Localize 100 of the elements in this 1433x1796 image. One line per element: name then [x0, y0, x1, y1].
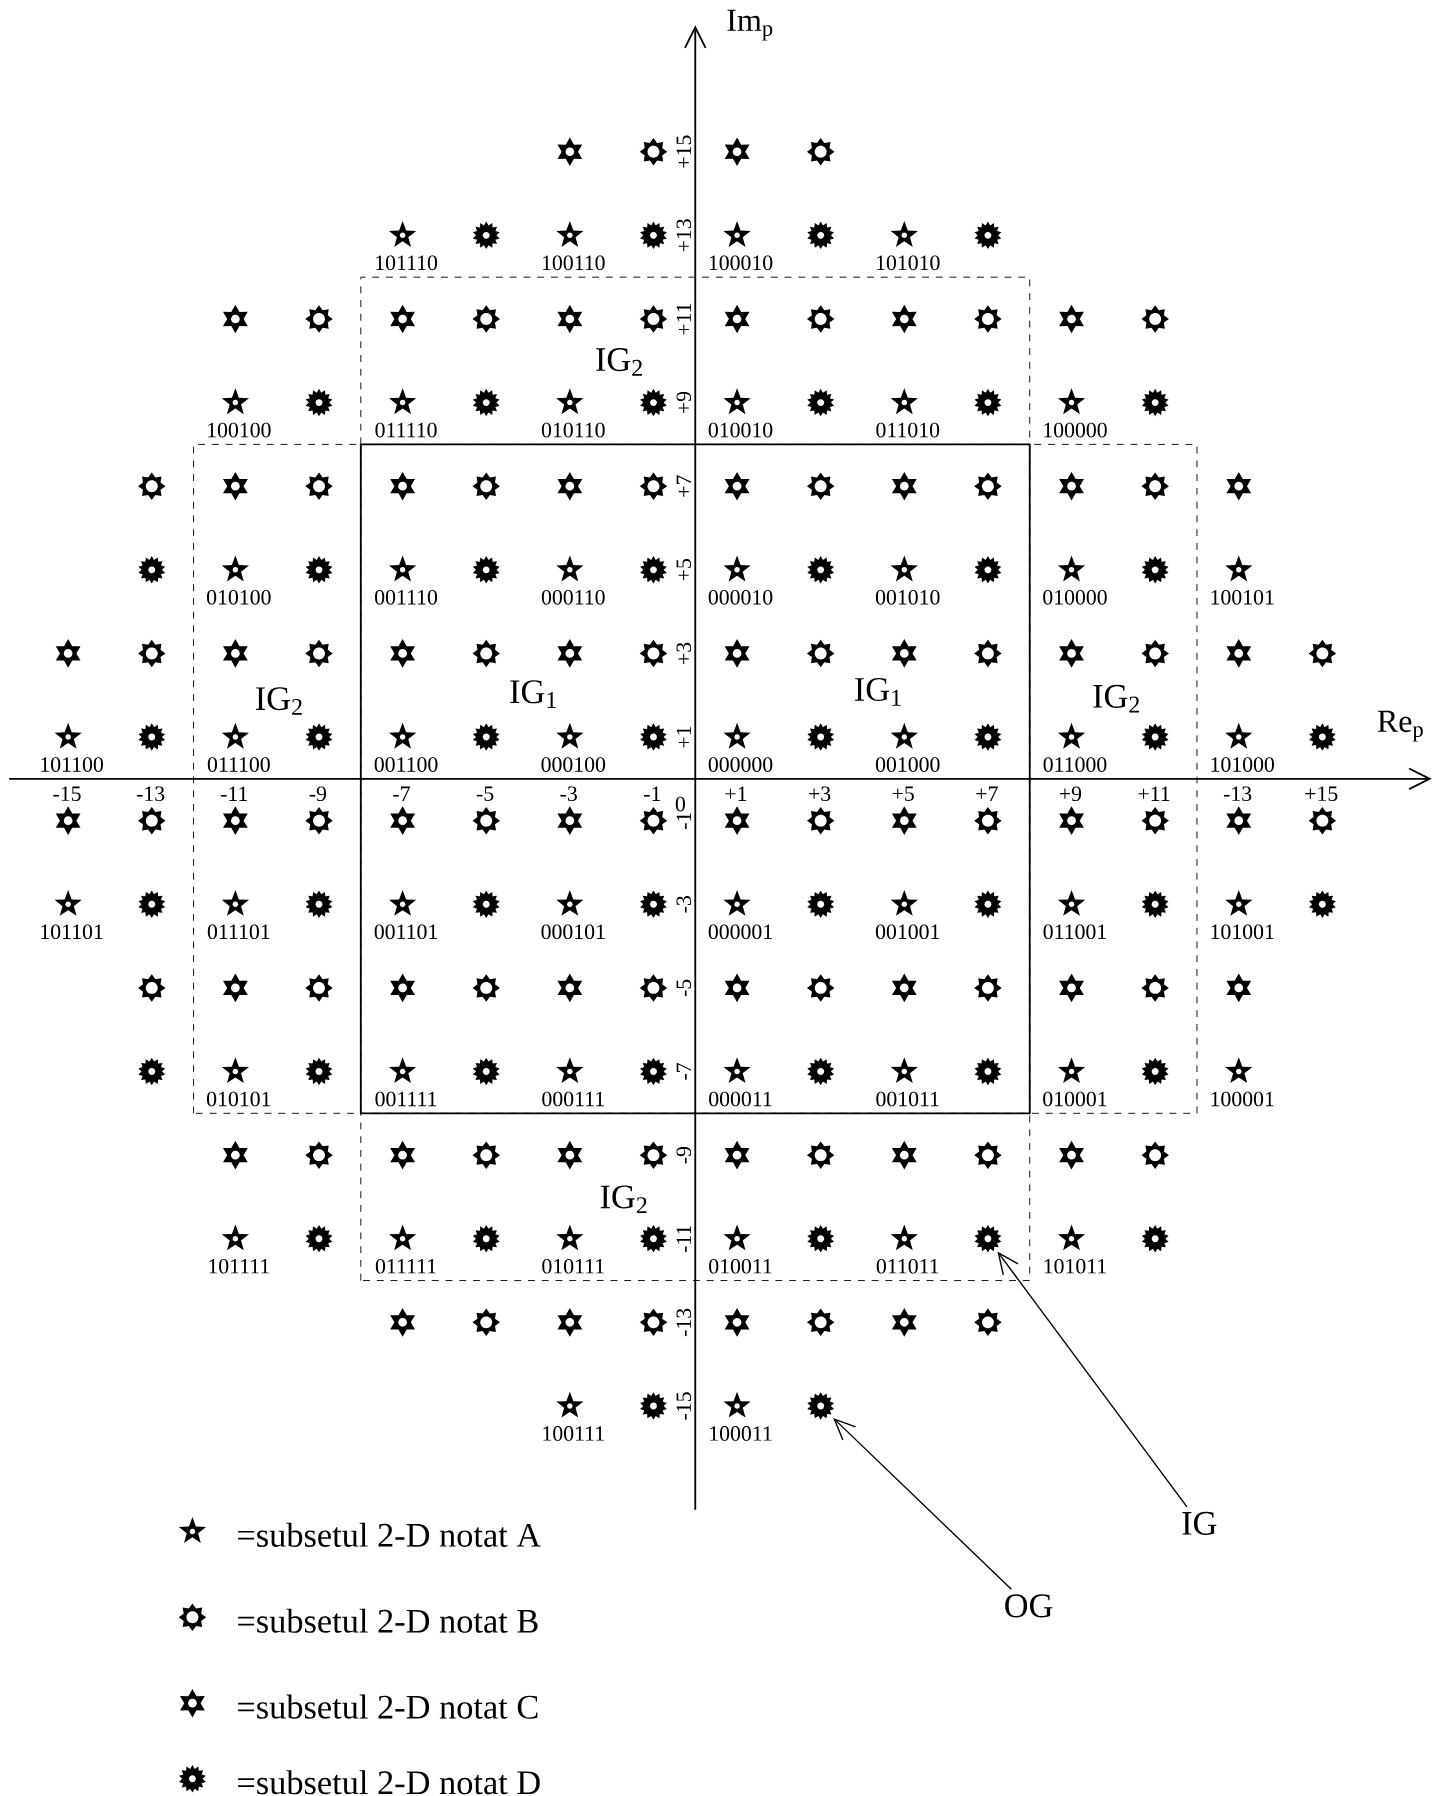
six-point-star — [724, 137, 750, 167]
eight-point-star — [305, 639, 333, 668]
six-point-star — [891, 1140, 917, 1170]
tick-label: +11 — [1138, 786, 1170, 801]
eight-point-star — [472, 806, 500, 835]
tick-label: +5 — [892, 786, 914, 801]
six-point-star — [390, 1140, 416, 1170]
eight-point-star — [305, 806, 333, 835]
sunburst-symbol — [305, 1225, 333, 1253]
six-point-star — [891, 806, 917, 835]
sunburst-symbol — [1141, 388, 1169, 417]
six-point-star — [390, 471, 416, 501]
five-point-star — [1057, 388, 1086, 415]
tick-label: -7 — [393, 786, 410, 801]
code-label: 100101 — [1211, 589, 1274, 605]
five-point-star — [556, 388, 584, 415]
sunburst-symbol — [138, 1057, 166, 1086]
five-point-star — [723, 889, 751, 916]
eight-point-star — [639, 305, 668, 333]
six-point-star — [1059, 1140, 1084, 1170]
sunburst-symbol — [305, 723, 333, 751]
tick-label: -9 — [676, 1146, 692, 1164]
eight-point-star — [639, 472, 668, 500]
sunburst-symbol — [974, 1057, 1002, 1086]
six-point-star — [55, 639, 81, 668]
sunburst-symbol — [974, 1225, 1002, 1253]
five-point-star — [556, 555, 584, 582]
five-point-star — [1057, 889, 1086, 916]
code-label: 010010 — [708, 422, 773, 438]
tick-label: -1 — [676, 812, 692, 829]
code-label: 011110 — [375, 422, 437, 438]
six-point-star — [891, 1308, 917, 1337]
five-point-star — [1225, 889, 1253, 916]
code-label: 011111 — [375, 1258, 436, 1274]
six-point-star — [891, 973, 917, 1003]
eight-point-star — [807, 1308, 835, 1337]
six-point-star — [724, 806, 750, 835]
tick-label: -7 — [676, 1063, 691, 1080]
tick-label: -13 — [136, 786, 165, 802]
sunburst-symbol — [640, 1392, 667, 1420]
five-point-star — [890, 1224, 918, 1251]
tick-label: +3 — [809, 786, 831, 802]
code-label: 010001 — [1043, 1091, 1107, 1107]
code-label: 000111 — [542, 1091, 604, 1107]
sunburst-symbol — [305, 890, 333, 919]
eight-point-star — [1141, 806, 1169, 835]
eight-point-star — [1141, 974, 1169, 1002]
tick-label: -3 — [560, 786, 577, 802]
sunburst-symbol — [1141, 556, 1169, 584]
code-label: 000010 — [708, 589, 773, 605]
eight-point-star — [639, 1141, 668, 1169]
sunburst-symbol — [640, 221, 667, 250]
six-point-star — [223, 1140, 248, 1170]
code-label: 010000 — [1043, 589, 1107, 605]
code-label: 001000 — [875, 757, 940, 772]
tick-label: +11 — [676, 303, 692, 335]
tick-label: -15 — [676, 1392, 692, 1420]
legend-text: =subsetul 2-D notat B — [238, 1608, 538, 1633]
five-point-star — [556, 722, 584, 749]
sunburst-symbol — [974, 723, 1002, 751]
six-point-star — [223, 973, 248, 1003]
tick-label: +7 — [976, 786, 998, 801]
five-point-star — [890, 221, 918, 247]
code-label: 101110 — [376, 255, 438, 271]
five-point-star — [1057, 1224, 1086, 1251]
six-point-star — [55, 806, 81, 835]
sunburst-symbol — [974, 556, 1002, 584]
six-point-star — [557, 304, 583, 334]
six-point-star — [390, 1308, 416, 1337]
code-label: 001111 — [375, 1091, 437, 1107]
six-point-star — [557, 806, 583, 835]
tick-label: +13 — [676, 219, 692, 252]
sunburst-symbol — [807, 388, 835, 417]
code-label: 001110 — [375, 589, 438, 605]
six-point-star — [1059, 304, 1084, 334]
leader-line — [833, 1418, 1013, 1590]
code-label: 101000 — [1211, 757, 1275, 772]
sunburst-symbol — [640, 723, 667, 751]
sunburst-symbol — [807, 1057, 835, 1086]
six-point-star — [557, 973, 583, 1003]
code-label: 001101 — [374, 924, 438, 940]
six-point-star — [1059, 806, 1084, 835]
region-label: IG$_{2}$ — [1093, 684, 1140, 713]
eight-point-star — [807, 974, 835, 1002]
tick-label: -1 — [644, 786, 661, 801]
tick-label: -9 — [309, 786, 327, 802]
code-label: 010101 — [207, 1091, 271, 1107]
eight-point-star — [1308, 806, 1337, 835]
tick-label: 0 — [675, 796, 686, 812]
tick-label: -13 — [1223, 786, 1252, 802]
six-point-star — [557, 471, 583, 501]
five-point-star — [221, 1057, 250, 1084]
tick-label: -15 — [53, 786, 81, 802]
five-point-star — [890, 889, 918, 916]
callout-text: OG — [1005, 1594, 1053, 1618]
sunburst-symbol — [472, 388, 500, 417]
region-label: IG$_{2}$ — [256, 687, 302, 715]
code-label: 011011 — [876, 1258, 939, 1274]
axis-label: Re$_{p}$ — [1377, 710, 1423, 742]
code-label: 000100 — [541, 757, 606, 772]
